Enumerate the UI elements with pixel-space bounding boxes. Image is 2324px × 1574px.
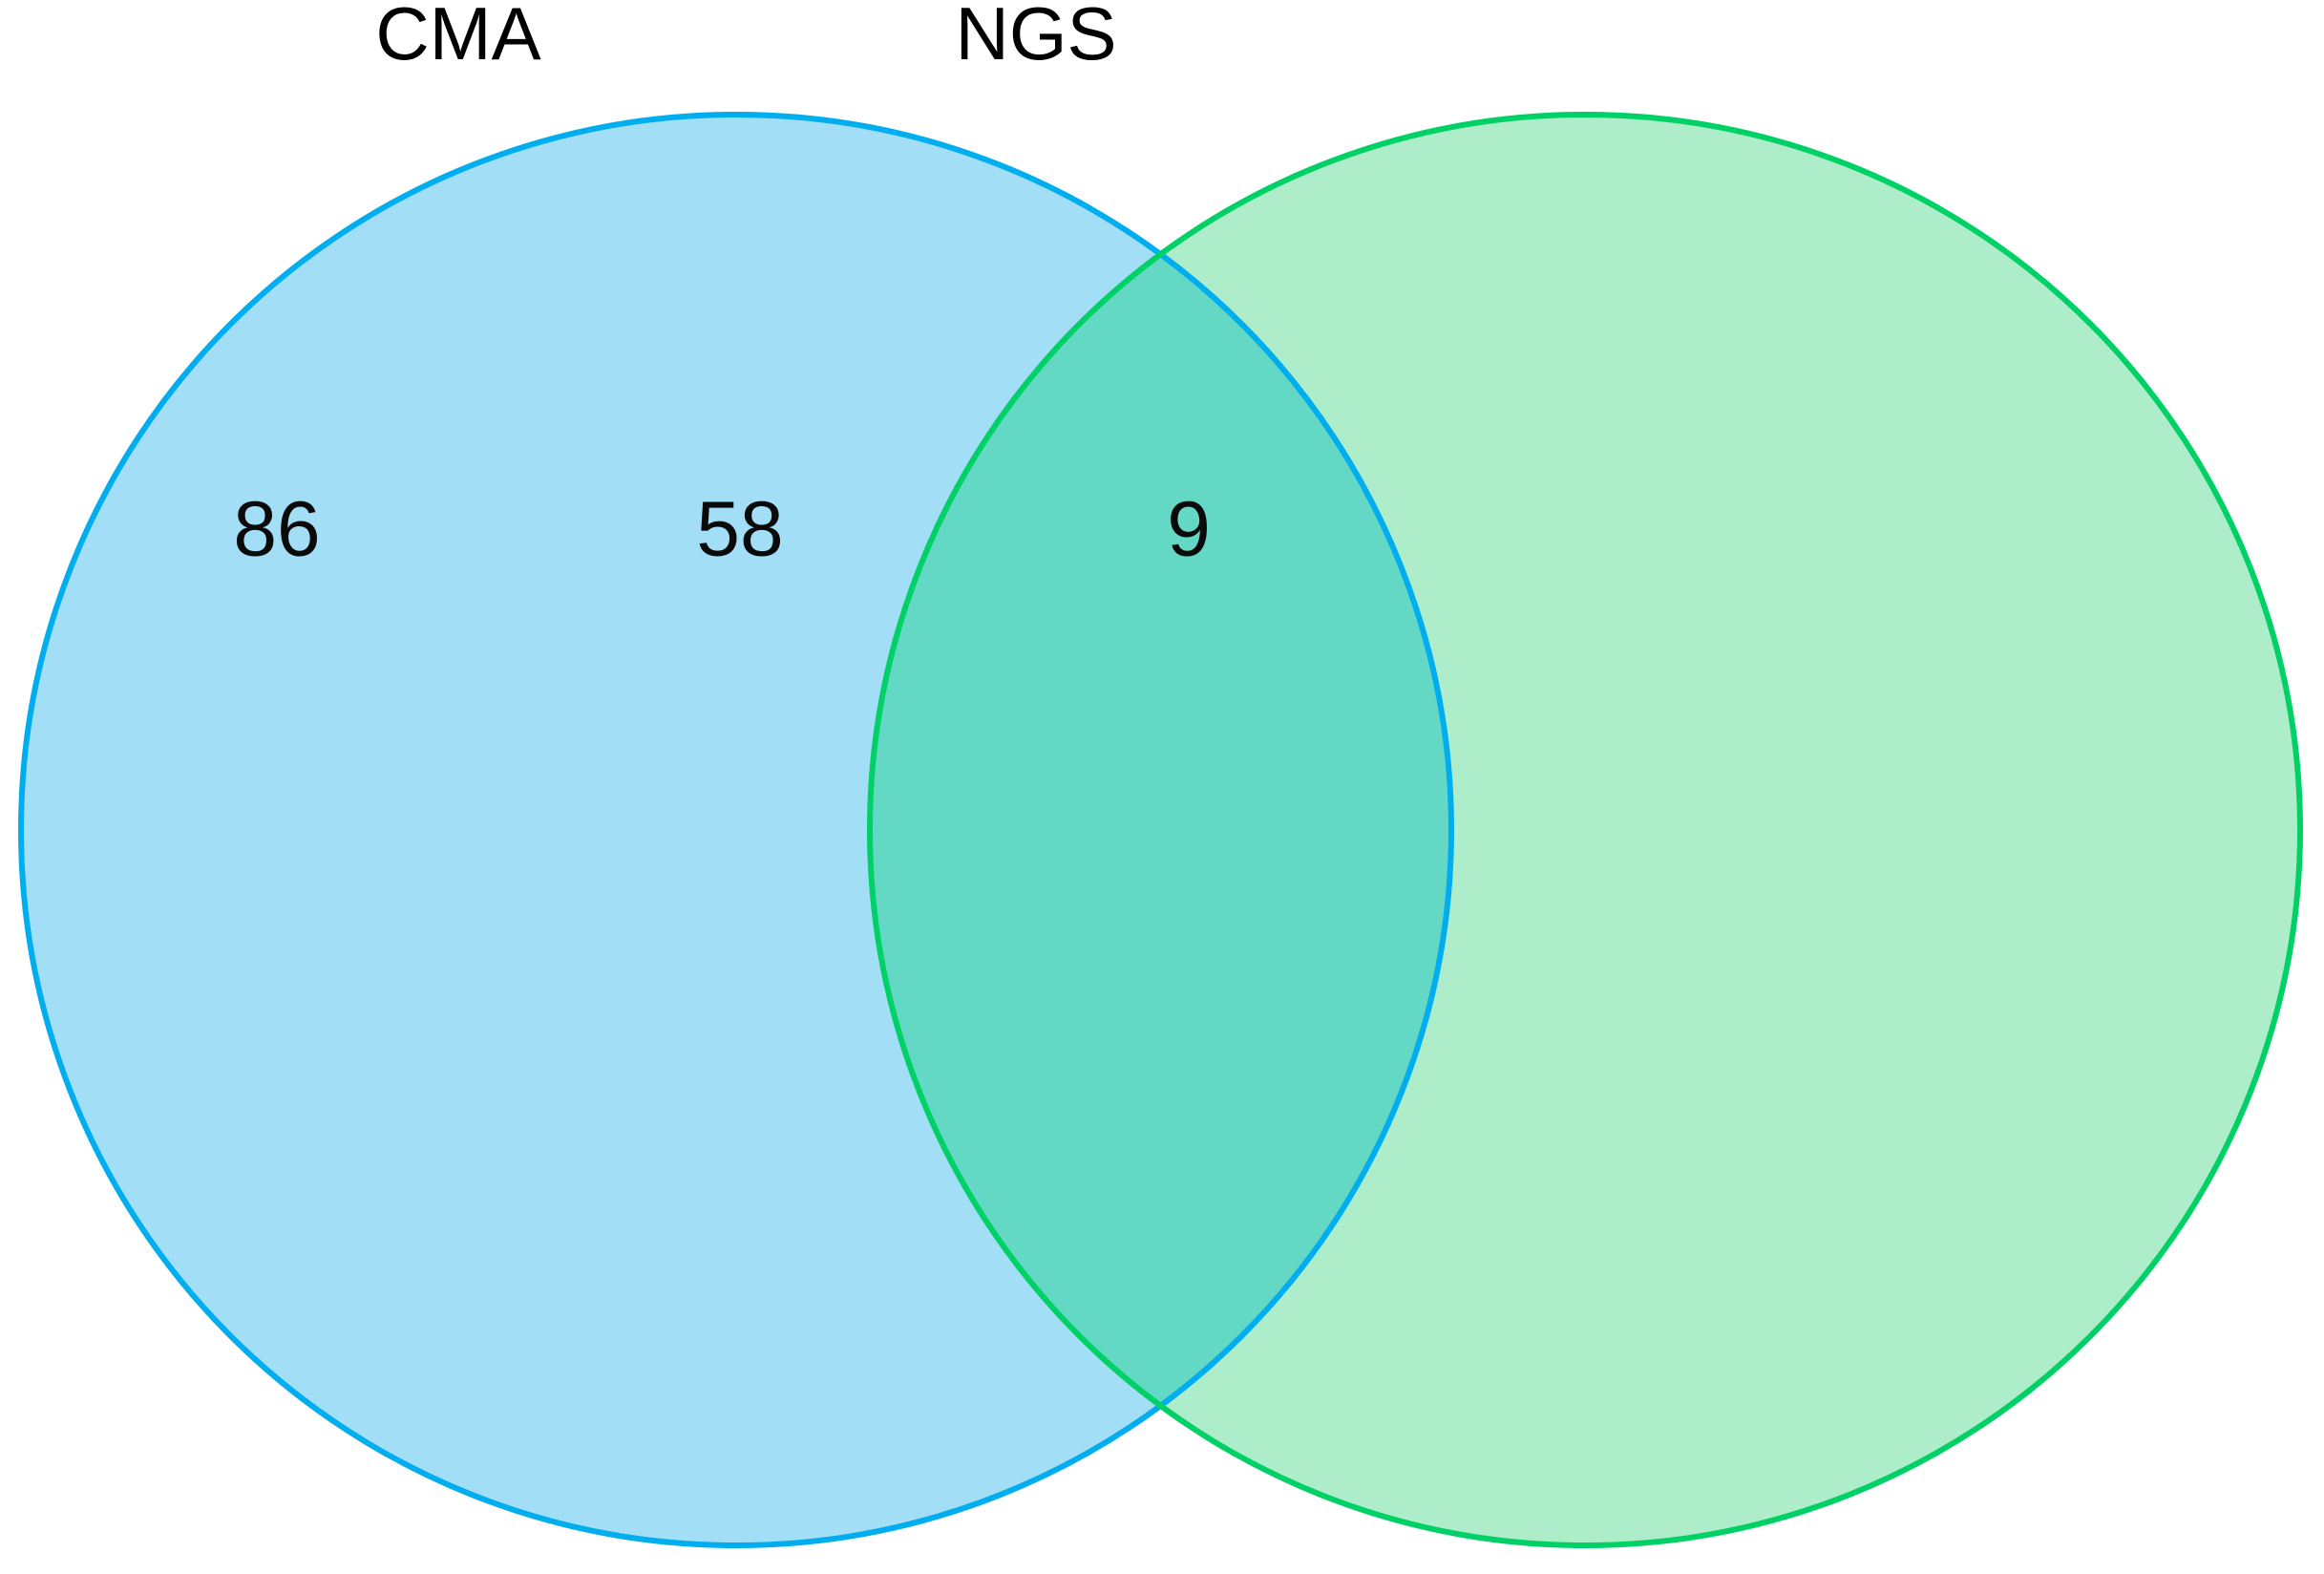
set-label-cma: CMA: [375, 0, 540, 75]
venn-intersection-region: [870, 115, 1451, 1545]
count-intersection: 58: [696, 486, 783, 573]
count-cma-only: 86: [233, 486, 320, 573]
venn-intersection-fill: [870, 115, 1451, 1545]
venn-circle-ngs-outline: [867, 112, 2303, 1548]
set-label-ngs: NGS: [955, 0, 1116, 75]
count-ngs-only: 9: [1167, 486, 1211, 573]
venn-circle-cma-outline: [18, 112, 1454, 1548]
